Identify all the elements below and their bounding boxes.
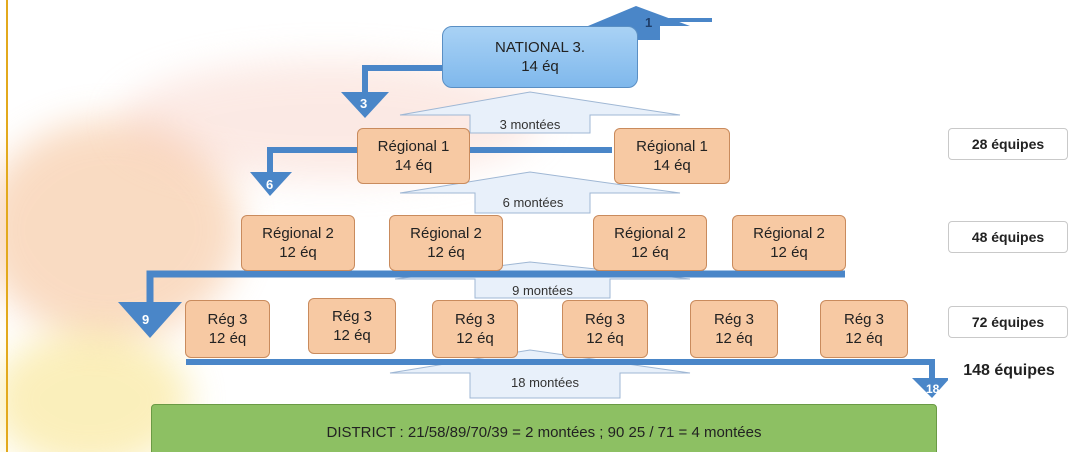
relegation-count-r3: 18 — [926, 382, 940, 396]
regional2-box-4: Régional 2 12 éq — [732, 215, 846, 271]
regional3-teams: 12 éq — [586, 330, 624, 347]
regional1-teams: 14 éq — [394, 157, 433, 174]
regional3-teams: 12 éq — [456, 330, 494, 347]
regional3-box-6: Rég 3 12 éq — [820, 300, 908, 358]
promotion-arrow-to-national — [399, 91, 681, 134]
regional2-name: Régional 2 — [614, 225, 686, 242]
relegation-line-r1 — [250, 147, 612, 196]
regional1-box-1: Régional 1 14 éq — [357, 128, 470, 184]
relegation-line-r2 — [118, 270, 845, 338]
regional2-teams: 12 éq — [427, 244, 465, 261]
regional2-teams: 12 éq — [631, 244, 669, 261]
relegation-count-national: 3 — [360, 96, 368, 111]
national-up-count: 1 — [645, 15, 653, 30]
total-r1: 28 équipes — [948, 128, 1068, 160]
total-r3: 72 équipes — [948, 306, 1068, 338]
regional2-box-2: Régional 2 12 éq — [389, 215, 503, 271]
promotion-label-to-r1: 6 montées — [502, 195, 564, 210]
regional1-box-2: Régional 1 14 éq — [614, 128, 730, 184]
relegation-line-r3 — [186, 359, 950, 398]
regional2-box-1: Régional 2 12 éq — [241, 215, 355, 271]
regional3-name: Rég 3 — [713, 311, 755, 328]
regional2-teams: 12 éq — [279, 244, 317, 261]
promotion-label-to-r3: 18 montées — [511, 375, 579, 390]
regional1-teams: 14 éq — [653, 157, 691, 174]
regional3-teams: 12 éq — [333, 327, 371, 344]
relegation-line-national — [341, 65, 442, 118]
regional3-box-2: Rég 3 12 éq — [308, 298, 396, 354]
total-r2: 48 équipes — [948, 221, 1068, 253]
regional3-teams: 12 éq — [845, 330, 883, 347]
regional3-name: Rég 3 — [331, 308, 373, 325]
regional1-name: Régional 1 — [636, 138, 708, 155]
regional2-box-3: Régional 2 12 éq — [593, 215, 707, 271]
regional3-name: Rég 3 — [207, 311, 248, 328]
national-box: NATIONAL 3. 14 éq — [442, 26, 638, 88]
regional3-teams: 12 éq — [208, 330, 247, 347]
regional2-name: Régional 2 — [262, 225, 334, 242]
regional2-name: Régional 2 — [410, 225, 482, 242]
district-label: DISTRICT : 21/58/89/70/39 = 2 montées ; … — [326, 423, 762, 441]
promotion-label-to-r2: 9 montées — [512, 283, 573, 298]
regional3-teams: 12 éq — [715, 330, 753, 347]
regional3-name: Rég 3 — [454, 311, 496, 328]
national-name: NATIONAL 3. — [494, 39, 586, 56]
promotion-label-to-national: 3 montées — [499, 117, 561, 132]
relegation-count-r1: 6 — [266, 177, 274, 192]
district-box: DISTRICT : 21/58/89/70/39 = 2 montées ; … — [151, 404, 937, 452]
regional3-name: Rég 3 — [843, 311, 885, 328]
regional3-name: Rég 3 — [584, 311, 626, 328]
regional2-name: Régional 2 — [753, 225, 825, 242]
national-teams: 14 éq — [521, 58, 559, 75]
relegation-count-r2: 9 — [142, 312, 150, 327]
regional3-box-1: Rég 3 12 éq — [185, 300, 270, 358]
promotion-arrow-to-r1 — [399, 171, 681, 214]
total-all: 148 équipes — [948, 356, 1070, 386]
regional3-box-4: Rég 3 12 éq — [562, 300, 648, 358]
regional3-box-3: Rég 3 12 éq — [432, 300, 518, 358]
regional2-teams: 12 éq — [770, 244, 808, 261]
regional1-name: Régional 1 — [377, 138, 450, 155]
left-border-line — [6, 0, 8, 452]
regional3-box-5: Rég 3 12 éq — [690, 300, 778, 358]
